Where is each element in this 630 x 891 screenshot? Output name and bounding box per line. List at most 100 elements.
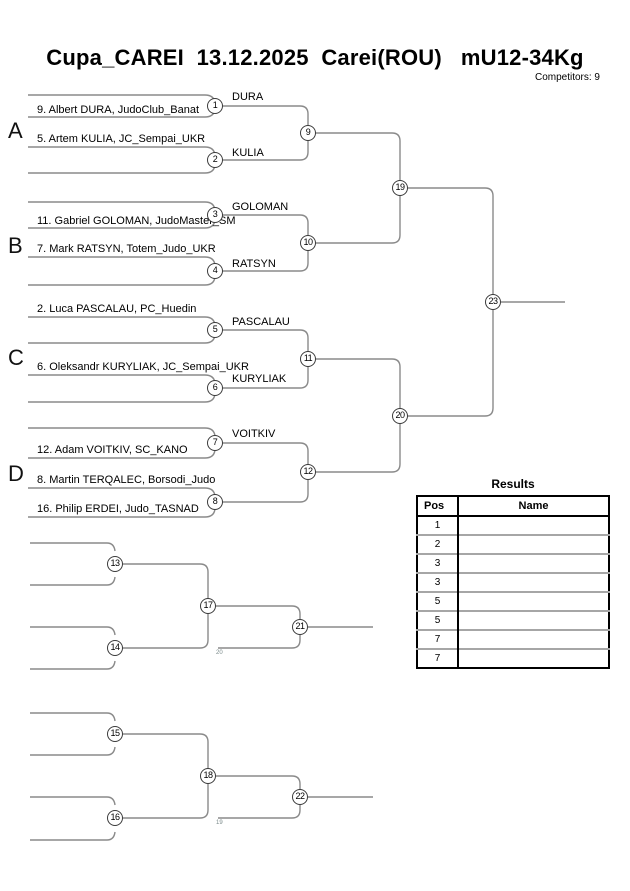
result-pos: 7 bbox=[417, 629, 459, 649]
advancer-label: KULIA bbox=[232, 147, 264, 159]
match-circle-21: 21 bbox=[292, 619, 308, 635]
bracket-line bbox=[115, 606, 209, 649]
match-circle-9: 9 bbox=[300, 125, 316, 141]
results-title: Results bbox=[491, 477, 535, 491]
competitor-entry: 9. Albert DURA, JudoClub_Banat bbox=[37, 104, 200, 116]
bracket-line bbox=[28, 487, 216, 497]
result-pos: 1 bbox=[417, 515, 459, 535]
results-row: 2 bbox=[417, 534, 609, 554]
results-table: Pos Name 1 2 3 3 5 bbox=[416, 495, 610, 669]
competitor-entry: 5. Artem KULIA, JC_Sempai_UKR bbox=[37, 133, 206, 145]
page-title: Cupa_CAREI 13.12.2025 Carei(ROU) mU12-34… bbox=[46, 45, 584, 70]
competitor-entry: 16. Philip ERDEI, Judo_TASNAD bbox=[37, 503, 199, 515]
bracket-line bbox=[28, 276, 216, 286]
match-circle-5: 5 bbox=[207, 322, 223, 338]
bracket-line bbox=[30, 626, 116, 636]
results-col-pos: Pos bbox=[417, 496, 459, 517]
bracket-line bbox=[28, 393, 216, 403]
results-row: 1 bbox=[417, 515, 609, 535]
pool-label-d: D bbox=[8, 461, 24, 486]
results-row: 7 bbox=[417, 629, 609, 649]
match-circle-22: 22 bbox=[292, 789, 308, 805]
repechage-bracket-lines bbox=[30, 542, 373, 841]
bracket-line bbox=[28, 164, 216, 174]
competitor-entry: 8. Martin TERQALEC, Borsodi_Judo bbox=[37, 474, 216, 486]
bracket-line bbox=[30, 746, 116, 756]
competitor-entry: 6. Oleksandr KURYLIAK, JC_Sempai_UKR bbox=[37, 361, 249, 373]
bracket-line bbox=[30, 542, 116, 552]
match-circle-11: 11 bbox=[300, 351, 316, 367]
match-circle-18: 18 bbox=[200, 768, 216, 784]
bracket-line bbox=[208, 605, 301, 627]
bracket-line bbox=[400, 187, 494, 302]
advancer-label: RATSYN bbox=[232, 258, 276, 270]
result-pos: 7 bbox=[417, 648, 459, 668]
results-row: 7 bbox=[417, 648, 609, 668]
bracket-line bbox=[28, 201, 216, 211]
bracket-line bbox=[115, 776, 209, 819]
bracket-line bbox=[115, 563, 209, 606]
match-circle-2: 2 bbox=[207, 152, 223, 168]
pool-label-a: A bbox=[8, 118, 23, 143]
advancer-label: PASCALAU bbox=[232, 316, 290, 328]
pool-label-c: C bbox=[8, 345, 24, 370]
results-col-name: Name bbox=[458, 496, 609, 517]
bracket-line bbox=[400, 302, 494, 417]
result-name bbox=[458, 572, 609, 592]
bracket-line bbox=[28, 146, 216, 156]
result-name bbox=[458, 534, 609, 554]
bracket-line bbox=[308, 132, 401, 188]
bracket-line bbox=[308, 188, 401, 244]
bracket-line bbox=[215, 133, 309, 161]
bracket-line bbox=[28, 449, 216, 459]
match-circle-1: 1 bbox=[207, 98, 223, 114]
results-row: 5 bbox=[417, 591, 609, 611]
bracket-line bbox=[215, 105, 309, 133]
match-circle-23: 23 bbox=[485, 294, 501, 310]
bracket-line bbox=[28, 334, 216, 344]
bracket-line bbox=[30, 831, 116, 841]
bracket-line bbox=[30, 796, 116, 806]
bracket-line bbox=[308, 416, 401, 473]
bracket-line bbox=[208, 775, 301, 797]
match-circle-13: 13 bbox=[107, 556, 123, 572]
bracket-line bbox=[28, 94, 216, 104]
result-name bbox=[458, 515, 609, 535]
repechage-source-ref: 19 bbox=[216, 820, 223, 826]
bracket-line bbox=[30, 712, 116, 722]
match-circle-6: 6 bbox=[207, 380, 223, 396]
result-name bbox=[458, 591, 609, 611]
bracket-line bbox=[115, 733, 209, 776]
advancer-label: VOITKIV bbox=[232, 428, 276, 440]
bracket-line bbox=[215, 472, 309, 503]
bracket-line bbox=[28, 508, 216, 518]
bracket-line bbox=[30, 576, 116, 586]
result-pos: 5 bbox=[417, 591, 459, 611]
result-name bbox=[458, 629, 609, 649]
main-bracket-lines bbox=[28, 94, 565, 518]
match-circle-10: 10 bbox=[300, 235, 316, 251]
match-circle-15: 15 bbox=[107, 726, 123, 742]
competitors-count: Competitors: 9 bbox=[534, 72, 600, 83]
competitor-entry: 11. Gabriel GOLOMAN, JudoMaster_SM bbox=[37, 215, 236, 227]
bracket-line bbox=[215, 359, 309, 389]
repechage-source-ref: 20 bbox=[216, 650, 223, 656]
advancer-label: KURYLIAK bbox=[232, 373, 287, 385]
bracket-line bbox=[28, 374, 216, 384]
result-pos: 3 bbox=[417, 572, 459, 592]
match-circle-19: 19 bbox=[392, 180, 408, 196]
match-circle-8: 8 bbox=[207, 494, 223, 510]
bracket-line bbox=[215, 329, 309, 359]
result-name bbox=[458, 648, 609, 668]
result-pos: 5 bbox=[417, 610, 459, 630]
competitor-entry: 7. Mark RATSYN, Totem_Judo_UKR bbox=[37, 243, 216, 255]
bracket-line bbox=[215, 442, 309, 472]
advancer-label: DURA bbox=[232, 91, 264, 103]
pool-label-b: B bbox=[8, 233, 23, 258]
result-name bbox=[458, 610, 609, 630]
bracket-line bbox=[218, 797, 301, 819]
results-panel: Results Pos Name 1 2 3 3 5 bbox=[416, 477, 610, 669]
results-row: 3 bbox=[417, 553, 609, 573]
